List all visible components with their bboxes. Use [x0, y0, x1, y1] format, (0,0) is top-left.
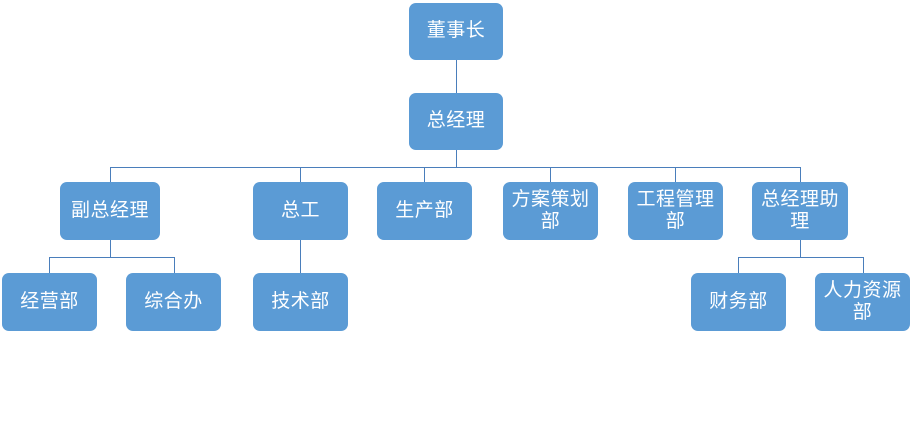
connector-deputy-gm-children-bus — [49, 257, 174, 258]
connector-drop-operations — [49, 257, 50, 273]
connector-deputy-gm-down-stem — [110, 240, 111, 257]
org-node-project-mgmt[interactable]: 工程管理部 — [628, 182, 723, 240]
connector-drop-human-resources — [863, 257, 864, 273]
org-node-label: 董事长 — [426, 20, 486, 42]
connector-drop-general-office — [174, 257, 175, 273]
org-node-finance[interactable]: 财务部 — [691, 273, 786, 331]
org-node-label: 总经理 — [426, 110, 486, 132]
org-node-chief-engineer[interactable]: 总工 — [253, 182, 348, 240]
connector-chief-engineer-to-tech — [300, 240, 301, 273]
org-node-planning[interactable]: 方案策划部 — [503, 182, 598, 240]
org-node-gm-assistant[interactable]: 总经理助理 — [752, 182, 848, 240]
org-node-label: 总经理助理 — [760, 188, 839, 232]
connector-gm-children-bus — [110, 167, 800, 168]
org-node-gm[interactable]: 总经理 — [409, 93, 503, 150]
org-node-label: 副总经理 — [70, 199, 149, 221]
org-node-operations[interactable]: 经营部 — [2, 273, 97, 331]
connector-chairman-to-gm-stem — [456, 60, 457, 93]
connector-drop-finance — [738, 257, 739, 273]
connector-bus-drop-deputy-gm — [110, 167, 111, 182]
org-node-label: 工程管理部 — [636, 188, 715, 232]
org-node-label: 人力资源部 — [823, 279, 902, 323]
connector-gm-assistant-down-stem — [800, 240, 801, 257]
connector-gm-assistant-children-bus — [738, 257, 863, 258]
org-node-label: 综合办 — [144, 290, 203, 312]
org-node-label: 方案策划部 — [511, 188, 590, 232]
connector-bus-drop-production — [424, 167, 425, 182]
org-node-label: 经营部 — [20, 290, 79, 312]
connector-bus-drop-planning — [550, 167, 551, 182]
org-node-label: 生产部 — [395, 199, 454, 221]
connector-bus-drop-chief-engineer — [300, 167, 301, 182]
org-node-label: 总工 — [280, 199, 320, 221]
connector-bus-drop-project-mgmt — [675, 167, 676, 182]
connector-gm-down-stem — [456, 150, 457, 167]
connector-bus-drop-gm-assistant — [800, 167, 801, 182]
org-node-label: 财务部 — [709, 290, 768, 312]
org-node-label: 技术部 — [271, 290, 330, 312]
org-node-chairman[interactable]: 董事长 — [409, 3, 503, 60]
org-node-general-office[interactable]: 综合办 — [126, 273, 221, 331]
org-node-production[interactable]: 生产部 — [377, 182, 472, 240]
org-node-human-resources[interactable]: 人力资源部 — [815, 273, 910, 331]
org-node-technology[interactable]: 技术部 — [253, 273, 348, 331]
org-node-deputy-gm[interactable]: 副总经理 — [60, 182, 160, 240]
